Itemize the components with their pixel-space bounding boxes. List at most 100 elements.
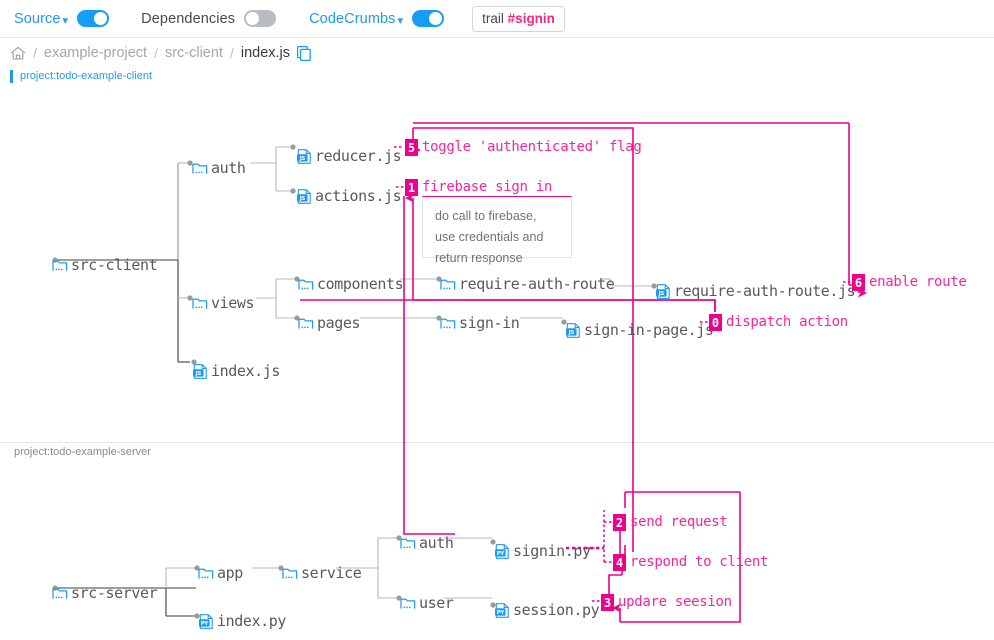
folder-icon — [52, 588, 68, 599]
trail-prefix: trail — [482, 10, 504, 26]
breadcrumb-item-example-project[interactable]: example-project — [43, 45, 148, 61]
codecrumbs-label[interactable]: CodeCrumbs▾ — [309, 10, 404, 27]
codecrumbs-toggle[interactable] — [412, 10, 445, 27]
tree-node-src-server[interactable]: src-server — [52, 584, 158, 602]
tree-node-label: sign-in — [459, 314, 520, 332]
folder-icon — [400, 538, 416, 549]
dependencies-label[interactable]: Dependencies — [141, 10, 236, 27]
section-divider — [0, 442, 994, 443]
tree-node-sign-in-page-js[interactable]: JS sign-in-page.js — [565, 321, 714, 339]
js-file-icon: JS — [656, 283, 670, 299]
js-file-icon: JS — [566, 322, 580, 338]
tree-node-label: views — [211, 294, 255, 312]
js-file-icon: JS — [193, 363, 207, 379]
folder-icon — [192, 163, 208, 174]
codecrumb-badge[interactable]: 1 — [405, 179, 418, 196]
codecrumb-badge[interactable]: 0 — [709, 314, 722, 331]
tree-node-pages[interactable]: pages — [298, 314, 361, 332]
svg-text:JS: JS — [195, 371, 202, 377]
tree-node-label: actions.js — [315, 187, 402, 205]
folder-icon — [282, 568, 298, 579]
server-tree-lines — [56, 537, 492, 617]
folder-icon — [440, 318, 456, 329]
tree-node-src-client[interactable]: src-client — [52, 256, 158, 274]
svg-text:JS: JS — [299, 196, 306, 202]
tree-node-label: index.js — [211, 362, 281, 380]
svg-text:JS: JS — [658, 291, 665, 297]
codecrumb-text: firebase sign in — [422, 179, 553, 195]
tree-node-label: index.py — [217, 612, 287, 630]
dependencies-toggle[interactable] — [244, 10, 277, 27]
tree-node-views[interactable]: views — [192, 294, 255, 312]
client-tree-dots — [52, 144, 657, 365]
server-tree-dots — [52, 535, 496, 619]
tree-node-user-srv[interactable]: user — [400, 594, 454, 612]
tree-node-label: require-auth-route — [459, 275, 615, 293]
tree-node-label: signin.py — [513, 542, 591, 560]
codecrumb-text: dispatch action — [726, 314, 848, 330]
tree-node-auth[interactable]: auth — [192, 159, 246, 177]
codecrumb-detail-note: do call to firebase, use credentials and… — [422, 196, 572, 265]
breadcrumb: / example-project / src-client / index.j… — [0, 39, 994, 67]
svg-text:PY: PY — [497, 610, 505, 616]
tree-node-actions-js[interactable]: JS actions.js — [296, 187, 402, 205]
svg-text:PY: PY — [497, 551, 505, 557]
client-tree-lines — [56, 146, 653, 363]
tree-node-index-js[interactable]: JS index.js — [192, 362, 280, 380]
folder-icon — [198, 568, 214, 579]
codecrumb-badge[interactable]: 6 — [852, 274, 865, 291]
tree-node-label: app — [217, 564, 243, 582]
breadcrumb-item-src-client[interactable]: src-client — [164, 45, 223, 61]
toggle-knob — [429, 12, 443, 25]
codecrumb-text: enable route — [869, 274, 967, 290]
tree-node-label: auth — [211, 159, 246, 177]
tree-node-auth-srv[interactable]: auth — [400, 534, 454, 552]
codecrumbs-control[interactable]: CodeCrumbs▾ — [309, 0, 445, 38]
trail-selector[interactable]: trail #signin — [472, 5, 565, 32]
svg-text:PY: PY — [201, 621, 209, 627]
breadcrumb-separator: / — [154, 45, 158, 61]
svg-text:JS: JS — [568, 330, 575, 336]
tree-node-require-auth-route[interactable]: require-auth-route — [440, 275, 615, 293]
codecrumb-text: respond to client — [630, 554, 769, 570]
tree-node-components[interactable]: components — [298, 275, 404, 293]
chevron-down-icon[interactable]: ▾ — [62, 14, 69, 27]
source-control[interactable]: Source▾ — [14, 0, 110, 38]
tree-node-require-auth-route-js[interactable]: JS require-auth-route.js — [655, 282, 856, 300]
chevron-down-icon[interactable]: ▾ — [397, 14, 404, 27]
tree-node-label: service — [301, 564, 362, 582]
tree-node-label: sign-in-page.js — [584, 321, 714, 339]
tree-node-label: require-auth-route.js — [674, 282, 856, 300]
source-toggle[interactable] — [77, 10, 110, 27]
tree-node-sign-in[interactable]: sign-in — [440, 314, 520, 332]
tree-node-service[interactable]: service — [282, 564, 362, 582]
codecrumb-badge[interactable]: 3 — [601, 594, 614, 611]
codecrumb-badge[interactable]: 4 — [613, 554, 626, 571]
breadcrumb-item-index-js[interactable]: index.js — [240, 45, 291, 61]
codecrumb-badge[interactable]: 2 — [613, 514, 626, 531]
tree-node-index-py[interactable]: PY index.py — [198, 612, 286, 630]
codecrumb-badge[interactable]: 5 — [405, 139, 418, 156]
signin-dotted-branch — [587, 510, 605, 562]
dependencies-control[interactable]: Dependencies — [141, 0, 277, 38]
tree-node-app[interactable]: app — [198, 564, 243, 582]
folder-icon — [400, 598, 416, 609]
source-label[interactable]: Source▾ — [14, 10, 69, 27]
breadcrumb-separator: / — [229, 45, 234, 61]
folder-icon — [298, 318, 314, 329]
home-icon[interactable] — [10, 46, 26, 61]
copy-icon[interactable] — [297, 45, 311, 61]
tree-node-signin-py[interactable]: PY signin.py — [494, 542, 591, 560]
codecrumb-text: updare seesion — [618, 594, 732, 610]
project-label-server: project:todo-example-server — [14, 446, 151, 458]
